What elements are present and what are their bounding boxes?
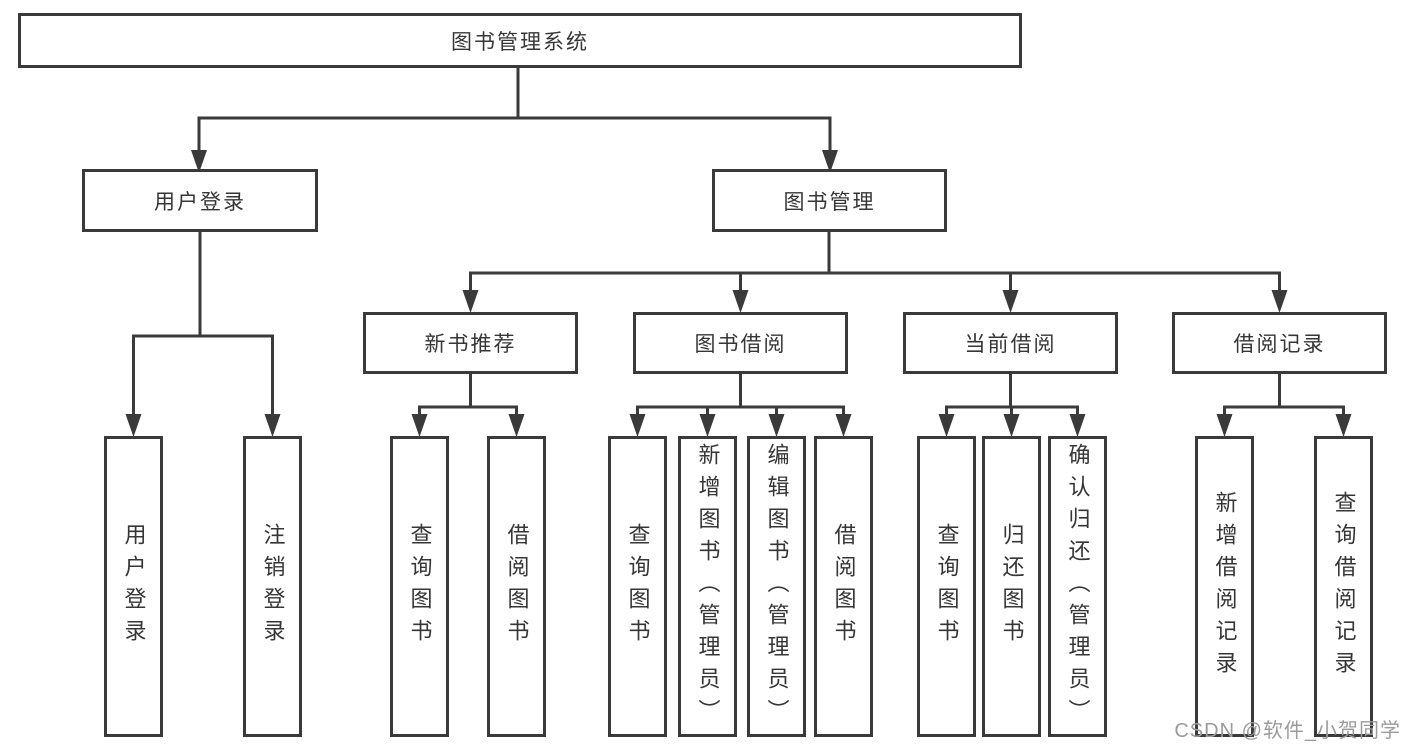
- node-label: 查询图书: [934, 522, 960, 651]
- csdn-watermark: CSDN @软件_小贺同学: [1174, 720, 1401, 742]
- node-book-borrowing: 图书借阅: [633, 312, 848, 374]
- leaf-borrowing-edit-books-admin: 编辑图书（管理员）: [747, 436, 806, 737]
- node-label: 新增借阅记录: [1212, 490, 1238, 683]
- node-label: 新增图书（管理员）: [695, 442, 721, 731]
- leaf-records-add-borrow-record: 新增借阅记录: [1195, 436, 1254, 737]
- node-label: 用户登录: [121, 522, 147, 651]
- node-label: 借阅图书: [504, 522, 530, 651]
- node-label: 图书管理系统: [451, 30, 589, 54]
- node-label: 确认归还（管理员）: [1065, 442, 1091, 731]
- node-library-management-system: 图书管理系统: [18, 13, 1022, 68]
- node-label: 归还图书: [999, 522, 1025, 651]
- node-label: 当前借阅: [964, 333, 1057, 356]
- leaf-borrowing-borrow-books: 借阅图书: [814, 436, 873, 737]
- node-label: 图书管理: [783, 190, 876, 214]
- leaf-user-login: 用户登录: [104, 436, 163, 737]
- node-label: 编辑图书（管理员）: [764, 442, 790, 731]
- leaf-recommend-query-books: 查询图书: [390, 436, 449, 737]
- node-label: 用户登录: [154, 190, 246, 214]
- leaf-current-return-books: 归还图书: [982, 436, 1041, 737]
- node-label: 新书推荐: [424, 333, 517, 356]
- node-book-management: 图书管理: [712, 169, 947, 232]
- leaf-borrowing-query-books: 查询图书: [608, 436, 667, 737]
- leaf-borrowing-add-books-admin: 新增图书（管理员）: [678, 436, 737, 737]
- node-label: 查询借阅记录: [1331, 490, 1357, 683]
- node-label: 查询图书: [407, 522, 433, 651]
- node-label: 借阅记录: [1233, 333, 1326, 356]
- node-new-book-recommendation: 新书推荐: [363, 312, 578, 374]
- leaf-logout-login: 注销登录: [243, 436, 302, 737]
- leaf-current-confirm-return-admin: 确认归还（管理员）: [1048, 436, 1107, 737]
- node-label: 图书借阅: [694, 333, 787, 356]
- node-label: 查询图书: [625, 522, 651, 651]
- node-borrowing-records: 借阅记录: [1172, 312, 1387, 374]
- leaf-current-query-books: 查询图书: [917, 436, 976, 737]
- leaf-recommend-borrow-books: 借阅图书: [487, 436, 546, 737]
- leaf-records-query-borrow-record: 查询借阅记录: [1314, 436, 1373, 737]
- node-label: 借阅图书: [831, 522, 857, 651]
- node-label: 注销登录: [260, 522, 286, 651]
- node-user-login: 用户登录: [82, 169, 318, 232]
- node-current-borrowing: 当前借阅: [903, 312, 1118, 374]
